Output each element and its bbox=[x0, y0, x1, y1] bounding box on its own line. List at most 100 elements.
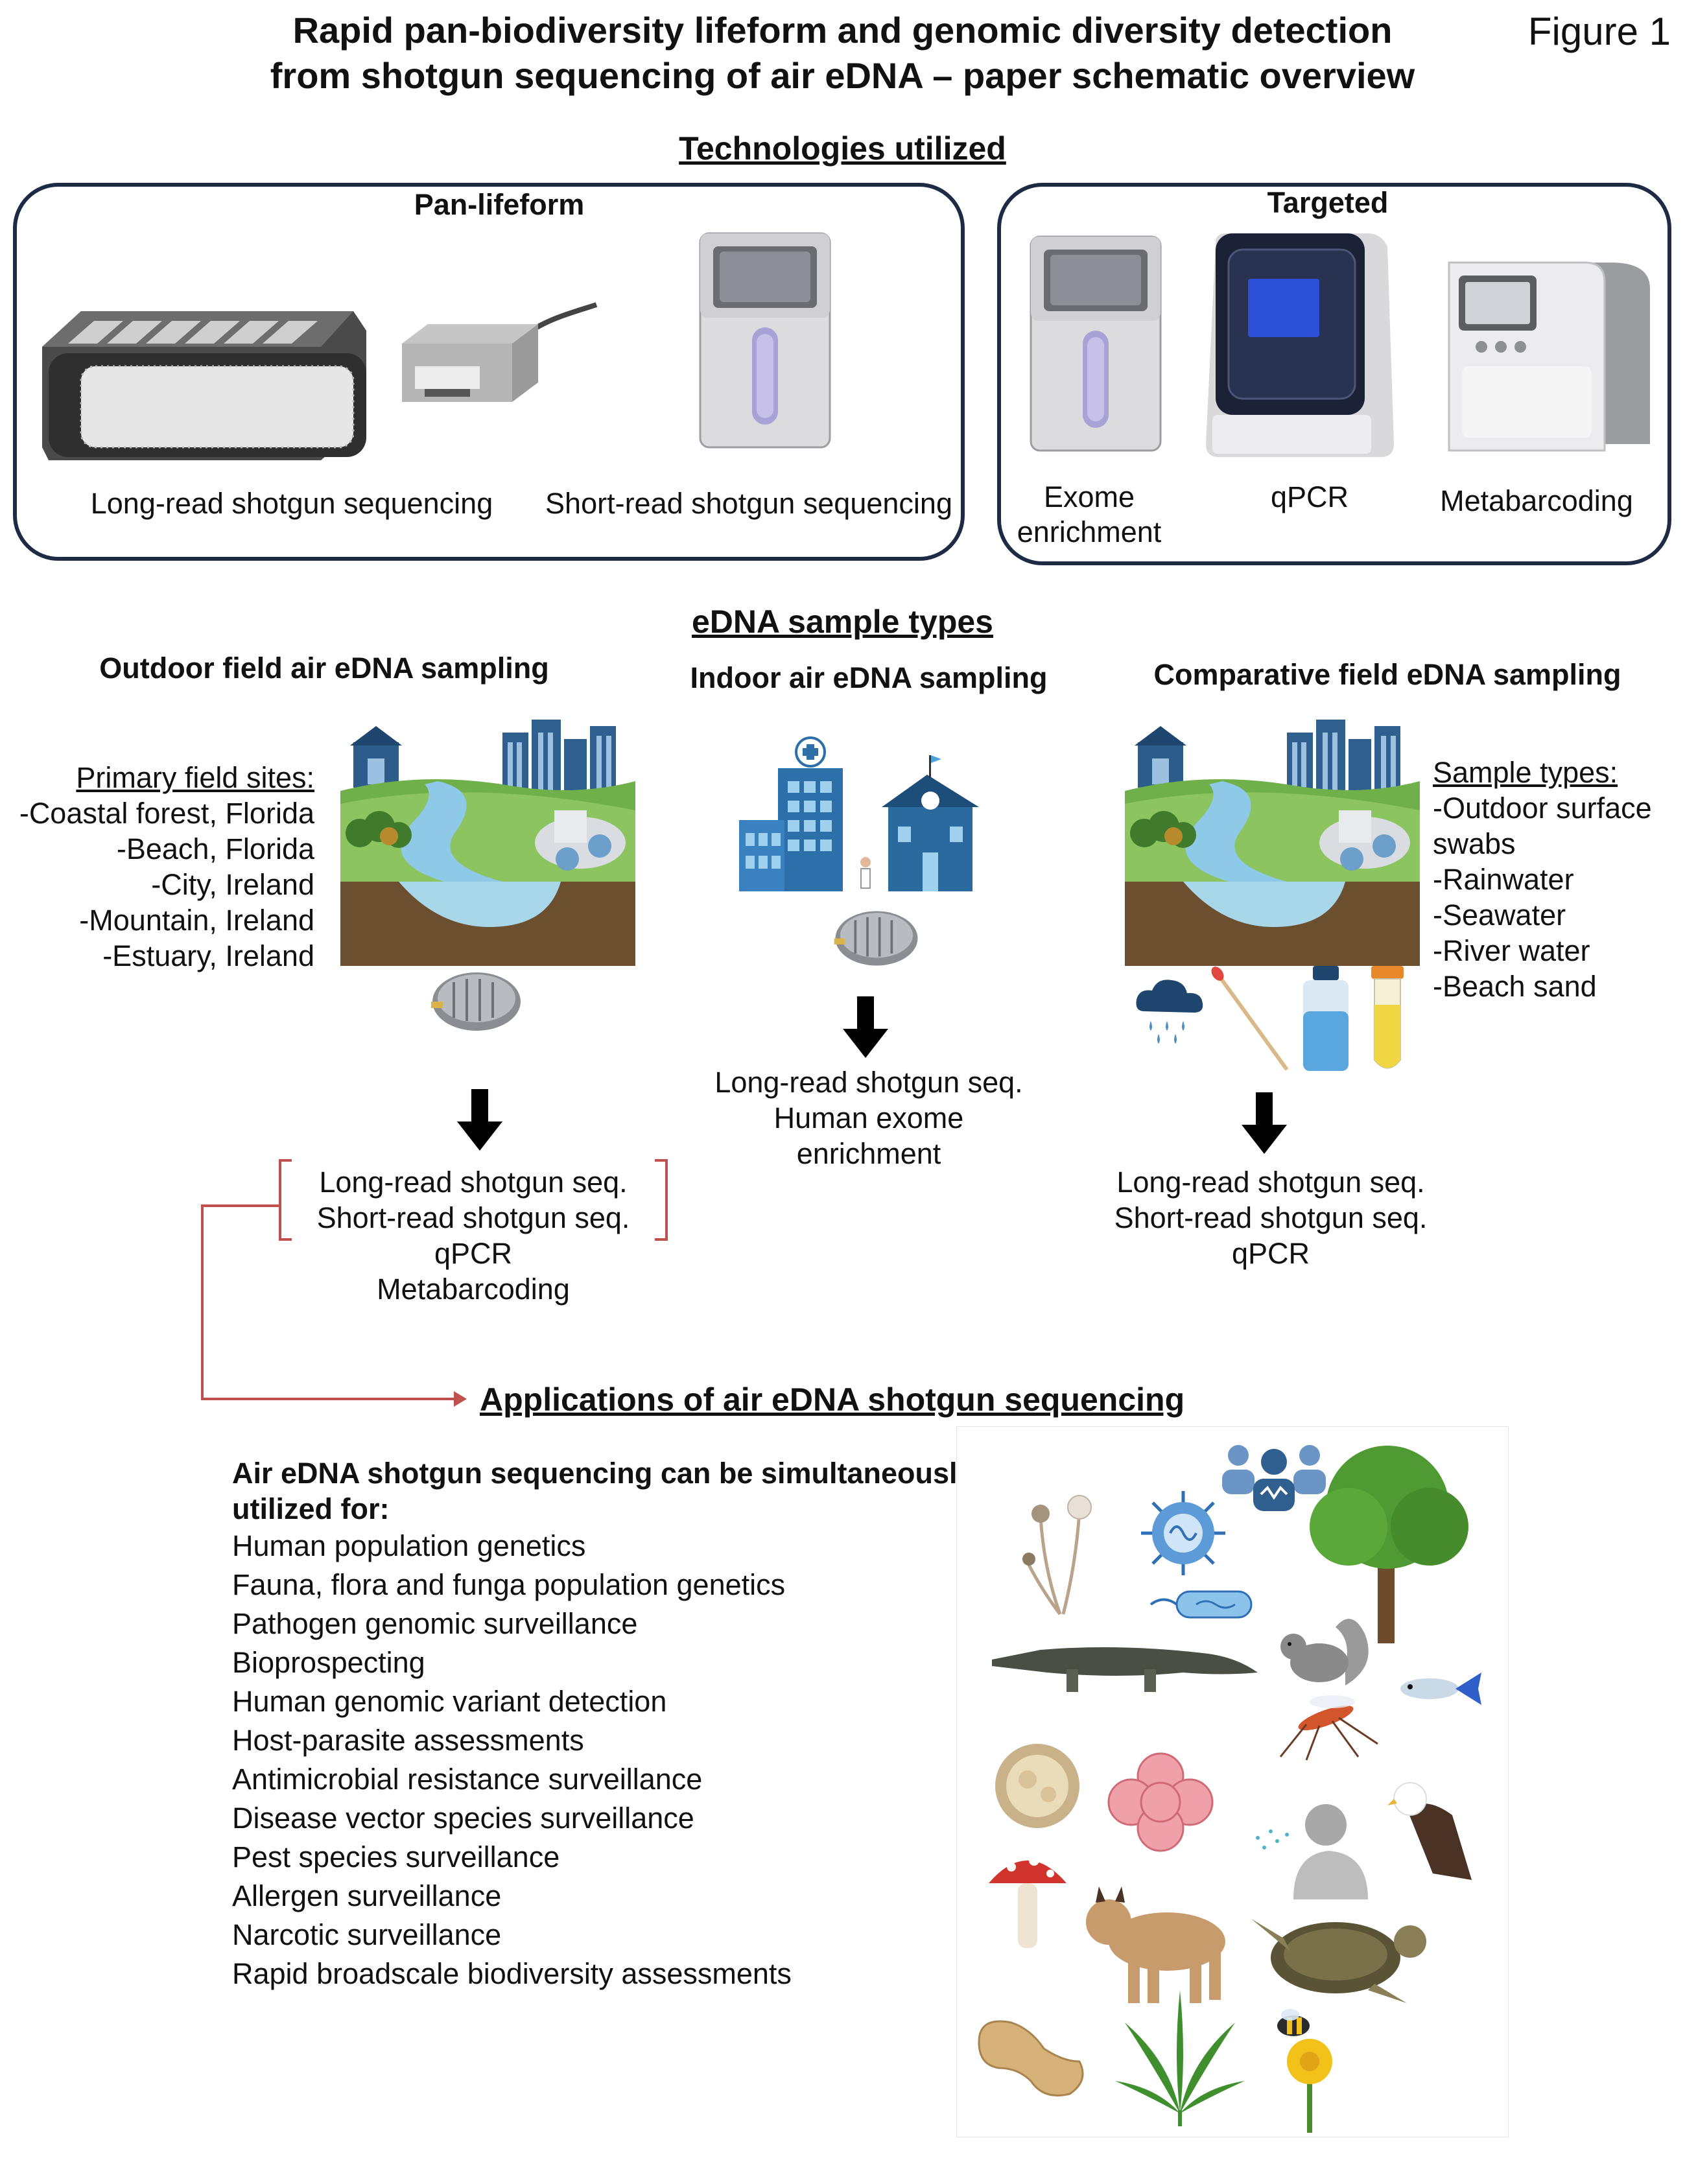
portable-sequencer-icon bbox=[402, 302, 598, 402]
outdoor-method-item: qPCR bbox=[434, 1237, 513, 1270]
application-item: Fauna, flora and funga population geneti… bbox=[232, 1568, 786, 1601]
comparative-sampling-heading: Comparative field eDNA sampling bbox=[1153, 658, 1621, 691]
short-read-sequencer-icon bbox=[699, 232, 831, 449]
exome-caption-line-1: Exome bbox=[1043, 480, 1135, 513]
cell-cluster-icon bbox=[1107, 1752, 1214, 1852]
comparative-method-item: Short-read shotgun seq. bbox=[1114, 1201, 1428, 1234]
water-bottle-icon bbox=[1303, 966, 1349, 1071]
outdoor-method-item: Short-read shotgun seq. bbox=[316, 1201, 630, 1234]
applications-intro-line-2: utilized for: bbox=[232, 1492, 390, 1525]
application-item: Disease vector species surveillance bbox=[232, 1802, 694, 1835]
exome-enrichment-machine-icon bbox=[1030, 235, 1162, 452]
qpcr-caption: qPCR bbox=[1270, 480, 1349, 513]
indoor-methods-list: Long-read shotgun seq. Human exome enric… bbox=[668, 1064, 1070, 1171]
eagle-icon bbox=[1387, 1782, 1472, 1880]
lynx-icon bbox=[1086, 1886, 1225, 2003]
squirrel-icon bbox=[1280, 1619, 1369, 1685]
field-sites-heading: Primary field sites: bbox=[76, 761, 314, 794]
sample-types-list-heading: Sample types: bbox=[1433, 756, 1618, 789]
sea-turtle-icon bbox=[1251, 1919, 1426, 2003]
targeted-box bbox=[997, 183, 1671, 565]
bacterium-icon bbox=[1149, 1590, 1253, 1619]
metabarcoding-machine-icon bbox=[1448, 261, 1650, 452]
applications-list: Air eDNA shotgun sequencing can be simul… bbox=[232, 1455, 1010, 1993]
comparative-methods-list: Long-read shotgun seq. Short-read shotgu… bbox=[1076, 1164, 1465, 1271]
qpcr-machine-icon bbox=[1206, 233, 1394, 457]
application-item: Narcotic surveillance bbox=[232, 1918, 502, 1951]
application-item: Host-parasite assessments bbox=[232, 1724, 584, 1757]
field-site-item: -City, Ireland bbox=[151, 868, 314, 901]
indoor-method-item: Human exome bbox=[773, 1101, 964, 1134]
sample-type-item: -Outdoor surface bbox=[1433, 792, 1652, 825]
sample-type-item: -Seawater bbox=[1433, 898, 1566, 932]
title-line-2: from shotgun sequencing of air eDNA – pa… bbox=[270, 55, 1415, 96]
comparative-method-item: qPCR bbox=[1231, 1237, 1310, 1270]
pollen-icon bbox=[995, 1744, 1079, 1828]
indoor-method-item: enrichment bbox=[796, 1137, 941, 1170]
swab-icon bbox=[1211, 967, 1289, 1071]
outdoor-method-item: Metabarcoding bbox=[377, 1273, 570, 1306]
indoor-sampling-heading: Indoor air eDNA sampling bbox=[690, 661, 1048, 694]
sample-type-item: -Rainwater bbox=[1433, 863, 1574, 896]
long-read-caption: Long-read shotgun sequencing bbox=[90, 487, 493, 520]
sample-types-heading: eDNA sample types bbox=[692, 604, 993, 640]
application-item: Pathogen genomic surveillance bbox=[232, 1607, 638, 1640]
bee-flower-icon bbox=[1277, 2009, 1332, 2133]
application-item: Bioprospecting bbox=[232, 1646, 425, 1679]
application-item: Pest species surveillance bbox=[232, 1840, 560, 1873]
comparative-method-item: Long-read shotgun seq. bbox=[1116, 1166, 1425, 1199]
application-item: Antimicrobial resistance surveillance bbox=[232, 1763, 703, 1796]
air-pump-icon bbox=[834, 911, 918, 966]
air-pump-icon bbox=[431, 972, 521, 1031]
tree-icon bbox=[1310, 1446, 1468, 1643]
virus-icon bbox=[1141, 1491, 1225, 1575]
applications-intro-line-1: Air eDNA shotgun sequencing can be simul… bbox=[232, 1457, 974, 1490]
cannabis-leaf-icon bbox=[1115, 1990, 1245, 2126]
field-sites-list: Primary field sites: -Coastal forest, Fl… bbox=[6, 760, 314, 974]
exome-caption-line-2: enrichment bbox=[1017, 515, 1162, 548]
applications-heading: Applications of air eDNA shotgun sequenc… bbox=[480, 1381, 1185, 1418]
sand-tube-icon bbox=[1371, 966, 1404, 1069]
field-site-item: -Beach, Florida bbox=[116, 832, 314, 865]
outdoor-methods-list: Long-read shotgun seq. Short-read shotgu… bbox=[279, 1164, 668, 1307]
sample-type-item: -River water bbox=[1433, 934, 1590, 967]
figure-label: Figure 1 bbox=[1527, 10, 1671, 53]
sneezing-person-icon bbox=[1256, 1804, 1368, 1899]
targeted-title: Targeted bbox=[1267, 186, 1389, 219]
human-group-icon bbox=[1222, 1445, 1326, 1511]
mosquito-icon bbox=[1279, 1695, 1378, 1761]
landscape-illustration bbox=[1125, 720, 1420, 966]
title-line-1: Rapid pan-biodiversity lifeform and geno… bbox=[292, 10, 1393, 51]
application-item: Human genomic variant detection bbox=[232, 1685, 667, 1718]
exome-caption: Exome enrichment bbox=[1011, 480, 1167, 550]
peanut-icon bbox=[978, 2020, 1084, 2096]
field-site-item: -Mountain, Ireland bbox=[79, 904, 314, 937]
field-site-item: -Coastal forest, Florida bbox=[19, 797, 314, 830]
mold-fungus-icon bbox=[1022, 1495, 1092, 1615]
pan-lifeform-box bbox=[13, 183, 965, 561]
indoor-method-item: Long-read shotgun seq. bbox=[714, 1066, 1023, 1099]
alligator-icon bbox=[992, 1647, 1258, 1692]
indoor-down-arrow bbox=[843, 996, 888, 1058]
application-item: Human population genetics bbox=[232, 1529, 586, 1562]
comparative-sample-types-list: Sample types: -Outdoor surface swabs -Ra… bbox=[1433, 755, 1679, 1004]
application-item: Allergen surveillance bbox=[232, 1879, 502, 1912]
application-item: Rapid broadscale biodiversity assessment… bbox=[232, 1957, 792, 1990]
rain-cloud-icon bbox=[1136, 980, 1203, 1044]
outdoor-down-arrow bbox=[457, 1089, 502, 1151]
field-site-item: -Estuary, Ireland bbox=[102, 939, 314, 972]
short-read-caption: Short-read shotgun sequencing bbox=[545, 487, 952, 520]
figure-title: Rapid pan-biodiversity lifeform and geno… bbox=[0, 8, 1685, 99]
sample-type-item: -Beach sand bbox=[1433, 970, 1597, 1003]
long-read-sequencer-icon bbox=[42, 311, 366, 460]
comparative-down-arrow bbox=[1242, 1092, 1287, 1154]
pan-lifeform-title: Pan-lifeform bbox=[414, 188, 585, 221]
sample-type-item: swabs bbox=[1433, 827, 1516, 860]
fish-icon bbox=[1400, 1673, 1481, 1705]
outdoor-method-item: Long-read shotgun seq. bbox=[319, 1166, 628, 1199]
indoor-buildings-illustration bbox=[739, 736, 979, 891]
metabarcoding-caption: Metabarcoding bbox=[1440, 484, 1633, 517]
outdoor-sampling-heading: Outdoor field air eDNA sampling bbox=[99, 652, 549, 685]
technologies-heading: Technologies utilized bbox=[679, 130, 1006, 167]
